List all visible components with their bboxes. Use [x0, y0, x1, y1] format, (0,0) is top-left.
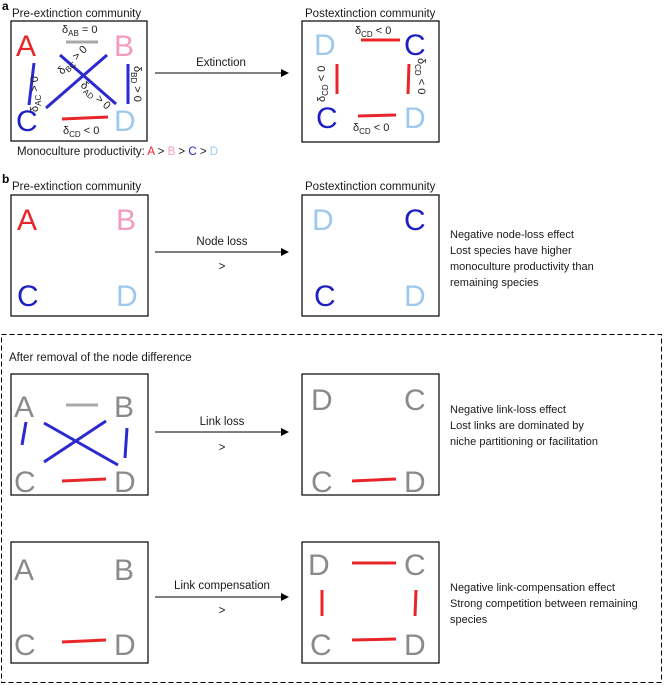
- panel-a-pre-box: [10, 20, 148, 142]
- linkcomp-post-box: [301, 541, 440, 664]
- delta-ab-label: δAB = 0: [62, 24, 97, 38]
- lc-node-d: D: [114, 629, 136, 662]
- lc-post-link-right: [413, 589, 418, 617]
- ll-post-node-d-top: D: [311, 384, 333, 417]
- ll-post-node-d-bottom: D: [404, 466, 426, 499]
- post-node-c-bottom: C: [316, 102, 338, 135]
- ll-node-d: D: [114, 466, 136, 499]
- lc-post-node-c-top: C: [404, 549, 426, 582]
- link-ac: [27, 62, 36, 106]
- ll-post-node-c-top: C: [404, 384, 426, 417]
- post-delta-left: δCD < 0: [316, 66, 330, 102]
- linkcomp-desc-1: Negative link-compensation effect: [450, 582, 615, 594]
- node-b: B: [114, 30, 134, 63]
- nodeloss-label: Node loss: [196, 236, 247, 248]
- nl-node-b: B: [116, 204, 136, 237]
- nodeloss-desc-4: remaining species: [450, 277, 539, 289]
- post-node-d-bottom: D: [404, 102, 426, 135]
- post-delta-top: δCD < 0: [355, 25, 391, 39]
- ll-post-node-c-bottom: C: [311, 466, 333, 499]
- linkloss-label: Link loss: [200, 416, 245, 428]
- panel-a-label: a: [2, 0, 9, 13]
- nl-post-node-c-bottom: C: [314, 280, 336, 313]
- post-delta-right: δCD < 0: [413, 58, 427, 94]
- nl-node-d: D: [116, 280, 138, 313]
- linkcomp-desc-2: Strong competition between remaining: [450, 598, 638, 610]
- nodeloss-desc-3: monoculture productivity than: [450, 261, 594, 273]
- nl-post-node-d-top: D: [312, 204, 334, 237]
- nodeloss-sign: >: [219, 261, 226, 273]
- node-a: A: [16, 30, 36, 63]
- ll-link-cd: [61, 477, 107, 483]
- ll-node-a: A: [14, 391, 34, 424]
- post-node-c-top: C: [404, 29, 426, 62]
- linkcomp-desc-3: species: [450, 614, 488, 626]
- nl-post-node-d-bottom: D: [404, 280, 426, 313]
- post-node-d-top: D: [314, 29, 336, 62]
- panel-b-post-title: Postextinction community: [305, 181, 436, 193]
- linkloss-desc-3: niche partitioning or facilitation: [450, 436, 598, 448]
- ll-node-b: B: [114, 391, 134, 424]
- node-difference-dashed-frame: [1, 334, 662, 683]
- nl-post-node-c-top: C: [404, 204, 426, 237]
- lc-node-b: B: [114, 554, 134, 587]
- nodeloss-desc-1: Negative node-loss effect: [450, 229, 574, 241]
- linkcomp-label: Link compensation: [174, 580, 270, 592]
- panel-a-pre-title: Pre-extinction community: [12, 8, 141, 20]
- nodeloss-desc-2: Lost species have higher: [450, 245, 572, 257]
- ll-link-ad: [43, 421, 119, 467]
- lc-post-link-bottom: [351, 637, 397, 642]
- post-link-bottom: [357, 113, 397, 118]
- nl-node-a: A: [17, 204, 37, 237]
- linkloss-pre-box: [10, 373, 149, 496]
- extinction-label: Extinction: [196, 57, 246, 69]
- node-d: D: [114, 105, 136, 138]
- lc-node-c: C: [14, 629, 36, 662]
- ll-link-ac: [20, 421, 28, 446]
- panel-a-post-title: Postextinction community: [305, 8, 436, 20]
- panel-b-label: b: [2, 172, 9, 186]
- link-ad: [59, 53, 117, 106]
- ll-post-link-cd: [351, 477, 397, 483]
- linkcomp-sign: >: [219, 605, 226, 617]
- lc-node-a: A: [14, 554, 34, 587]
- lc-post-node-d-top: D: [308, 549, 330, 582]
- productivity-line: Monoculture productivity: A > B > C > D: [17, 146, 218, 158]
- ll-node-c: C: [14, 466, 36, 499]
- link-cd: [61, 115, 109, 121]
- nodeloss-post-box: [301, 194, 440, 317]
- lc-post-node-d-bottom: D: [404, 629, 426, 662]
- nl-node-c: C: [17, 280, 39, 313]
- ll-link-bd: [123, 427, 129, 459]
- lc-post-node-c-bottom: C: [310, 629, 332, 662]
- linkloss-desc-2: Lost links are dominated by: [450, 420, 584, 432]
- linkloss-sign: >: [219, 442, 226, 454]
- node-c: C: [16, 105, 38, 138]
- linkloss-desc-1: Negative link-loss effect: [450, 404, 566, 416]
- post-delta-bottom: δCD < 0: [353, 122, 389, 136]
- link-bc: [45, 53, 108, 110]
- delta-ac-label: δAC > 0: [29, 76, 43, 112]
- panel-a-post-box: [301, 20, 440, 143]
- nodeloss-pre-box: [10, 194, 149, 317]
- lc-link-cd: [61, 638, 107, 644]
- linkloss-post-box: [301, 373, 440, 496]
- dashed-title: After removal of the node difference: [9, 352, 192, 364]
- delta-cd-label: δCD < 0: [63, 125, 99, 139]
- linkcomp-pre-box: [10, 541, 149, 664]
- delta-bd-label: δBD > 0: [129, 66, 143, 102]
- post-link-right: [406, 63, 411, 95]
- ll-link-bc: [43, 419, 107, 464]
- panel-b-pre-title: Pre-extinction community: [12, 181, 141, 193]
